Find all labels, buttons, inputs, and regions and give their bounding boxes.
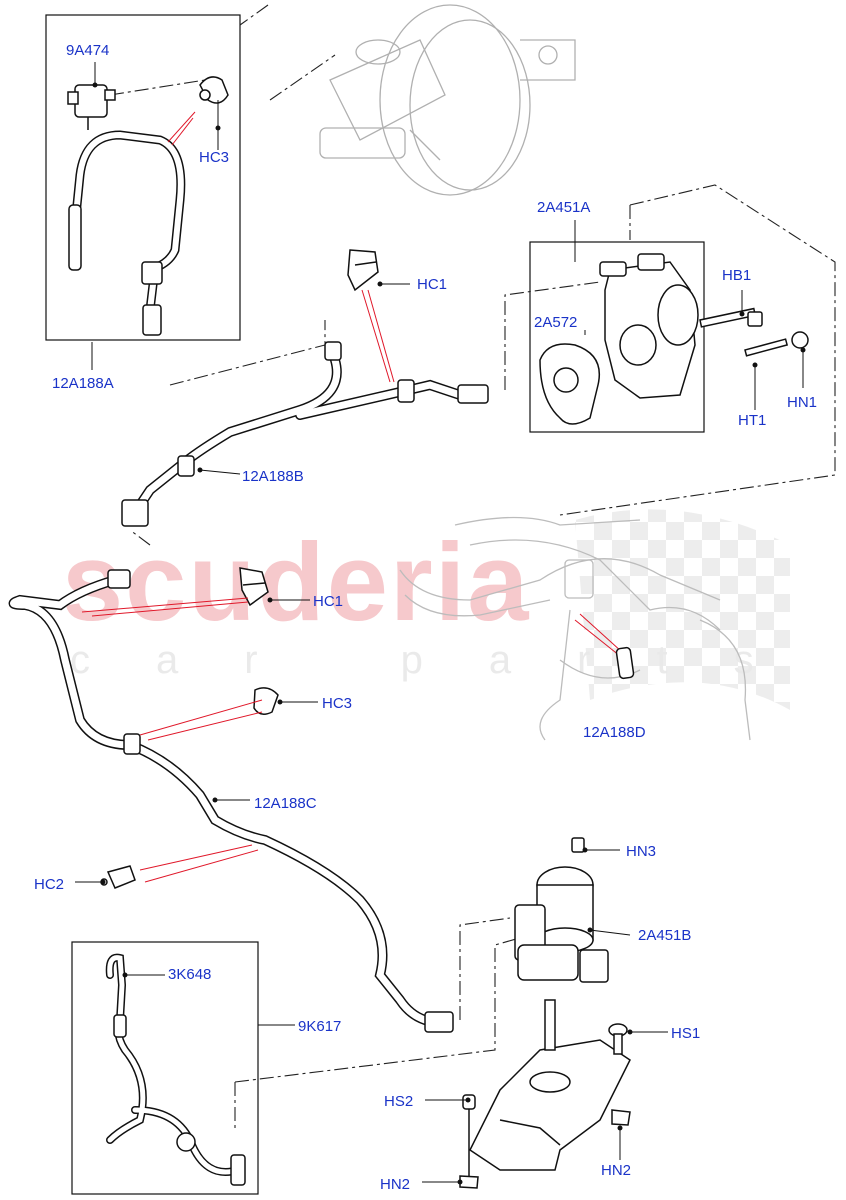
ghost-harness: [399, 516, 751, 741]
label-HC1-mid[interactable]: HC1: [313, 593, 344, 610]
label-HS2[interactable]: HS2: [384, 1093, 414, 1110]
clip-HC3-mid: [253, 687, 279, 715]
label-9A474[interactable]: 9A474: [66, 42, 110, 59]
label-HN2-left[interactable]: HN2: [380, 1176, 411, 1193]
clip-HC1-mid: [239, 567, 269, 607]
label-HN1[interactable]: HN1: [787, 394, 818, 411]
label-2A451A[interactable]: 2A451A: [537, 199, 591, 216]
inset-box-2A451A: [529, 241, 705, 433]
label-HT1[interactable]: HT1: [738, 412, 767, 429]
label-12A188B[interactable]: 12A188B: [242, 468, 304, 485]
clip-HC1-top: [347, 249, 379, 292]
label-12A188D[interactable]: 12A188D: [583, 724, 646, 741]
clip-HC3-top: [199, 76, 229, 104]
label-2A572[interactable]: 2A572: [534, 314, 578, 331]
bolt-HB1: [699, 307, 763, 328]
label-HC3-mid[interactable]: HC3: [322, 695, 353, 712]
clip-HC2: [100, 865, 136, 889]
hose-connector: [142, 304, 162, 336]
label-3K648[interactable]: 3K648: [168, 966, 212, 983]
stud-HT1: [744, 338, 789, 357]
label-HC2[interactable]: HC2: [34, 876, 65, 893]
bracket: [469, 999, 631, 1171]
label-HN3[interactable]: HN3: [626, 843, 657, 860]
hose-12A188D: [615, 646, 635, 680]
label-12A188A[interactable]: 12A188A: [52, 375, 114, 392]
leader-dots: [92, 82, 806, 1185]
leader-lines: [75, 62, 804, 1183]
label-9K617[interactable]: 9K617: [298, 1018, 342, 1035]
red-leaders: [81, 111, 623, 883]
inset-box-12A188A: [45, 14, 241, 341]
hose-end-cap: [68, 204, 82, 271]
label-HB1[interactable]: HB1: [722, 267, 752, 284]
ghost-brake-booster: [319, 4, 576, 196]
hose-9K617: [105, 953, 242, 1176]
nut-HN1: [791, 331, 809, 349]
inset-box-9K617: [71, 941, 259, 1195]
pump-2A451A: [599, 253, 699, 399]
nut-HN3: [571, 837, 585, 853]
label-HS1[interactable]: HS1: [671, 1025, 701, 1042]
watermark-brand: scuderia: [62, 521, 531, 644]
label-12A188C[interactable]: 12A188C: [254, 795, 317, 812]
sensor-9A474: [67, 84, 116, 130]
screw-HS1: [608, 1023, 631, 1126]
label-HC3-top[interactable]: HC3: [199, 149, 230, 166]
hose-12A188A: [71, 130, 186, 315]
gasket-2A572: [539, 343, 600, 425]
label-HC1-top[interactable]: HC1: [417, 276, 448, 293]
label-2A451B[interactable]: 2A451B: [638, 927, 692, 944]
watermark-flag: [575, 509, 790, 710]
pump-2A451B: [514, 866, 609, 983]
label-HN2-right[interactable]: HN2: [601, 1162, 632, 1179]
